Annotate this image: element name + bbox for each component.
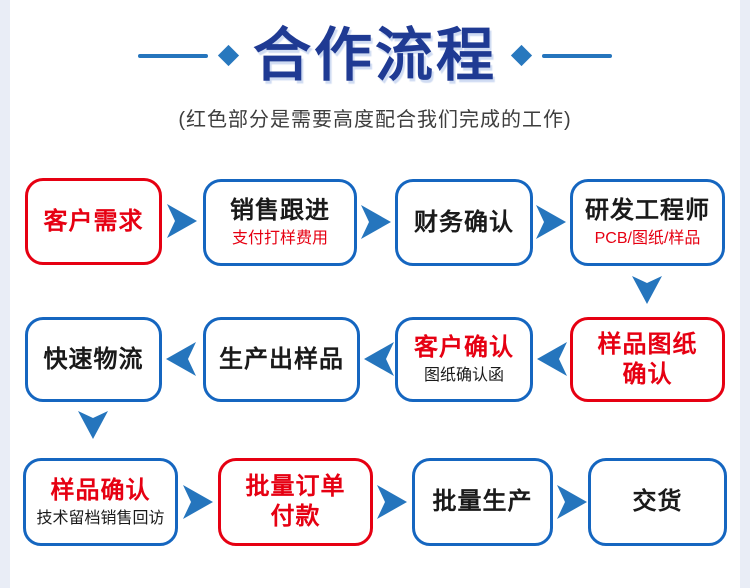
flow-node-customer-confirm: 客户确认 图纸确认函 bbox=[395, 317, 533, 402]
arrow-right-icon bbox=[183, 485, 213, 519]
arrow-right-icon bbox=[536, 205, 566, 239]
arrow-left-icon bbox=[537, 342, 567, 376]
node-title: 批量订单 付款 bbox=[245, 473, 346, 530]
flow-node-sample-drawing-confirm: 样品图纸 确认 bbox=[570, 317, 725, 402]
diamond-icon bbox=[510, 45, 533, 67]
arrow-down-icon bbox=[632, 276, 662, 304]
node-title: 客户确认 bbox=[414, 334, 514, 362]
flow-node-bulk-production: 批量生产 bbox=[412, 458, 553, 546]
node-title: 样品图纸 确认 bbox=[597, 330, 698, 388]
flow-node-rd-engineer: 研发工程师 PCB/图纸/样品 bbox=[570, 179, 725, 266]
node-title: 研发工程师 bbox=[585, 197, 710, 225]
arrow-left-icon bbox=[364, 342, 394, 376]
arrow-right-icon bbox=[377, 485, 407, 519]
node-subtitle: 技术留档销售回访 bbox=[36, 509, 165, 527]
page-margin-left bbox=[0, 0, 10, 588]
flow-node-customer-demand: 客户需求 bbox=[25, 178, 162, 265]
node-subtitle: 支付打样费用 bbox=[231, 230, 328, 248]
node-title: 客户需求 bbox=[43, 207, 144, 235]
title-bar: 合作流程 bbox=[0, 24, 750, 88]
divider-line bbox=[542, 53, 612, 58]
page-title: 合作流程 bbox=[252, 23, 497, 88]
flow-node-sample-confirm: 样品确认 技术留档销售回访 bbox=[23, 458, 178, 546]
arrow-right-icon bbox=[361, 205, 391, 239]
node-title: 销售跟进 bbox=[230, 197, 330, 225]
node-subtitle: PCB/图纸/样品 bbox=[594, 230, 701, 248]
node-title: 交货 bbox=[632, 488, 683, 515]
node-title: 快速物流 bbox=[43, 345, 144, 373]
flow-node-delivery: 交货 bbox=[588, 458, 727, 546]
arrow-down-icon bbox=[78, 411, 108, 439]
flow-node-sales-follow-up: 销售跟进 支付打样费用 bbox=[203, 179, 357, 266]
arrow-right-icon bbox=[167, 204, 197, 238]
node-title: 财务确认 bbox=[414, 208, 514, 236]
node-subtitle: 图纸确认函 bbox=[423, 367, 504, 385]
flow-node-finance-confirm: 财务确认 bbox=[395, 179, 533, 266]
flow-node-fast-logistics: 快速物流 bbox=[25, 317, 162, 402]
arrow-left-icon bbox=[166, 342, 196, 376]
node-title: 样品确认 bbox=[50, 476, 151, 504]
arrow-right-icon bbox=[557, 485, 587, 519]
flow-node-produce-sample: 生产出样品 bbox=[203, 317, 360, 402]
node-title: 批量生产 bbox=[432, 488, 533, 515]
diamond-icon bbox=[217, 45, 240, 67]
page-margin-right bbox=[740, 0, 750, 588]
divider-line bbox=[137, 53, 208, 58]
flow-node-bulk-order-payment: 批量订单 付款 bbox=[218, 458, 373, 546]
node-title: 生产出样品 bbox=[219, 345, 344, 373]
page-subtitle: (红色部分是需要高度配合我们完成的工作) bbox=[178, 109, 572, 131]
